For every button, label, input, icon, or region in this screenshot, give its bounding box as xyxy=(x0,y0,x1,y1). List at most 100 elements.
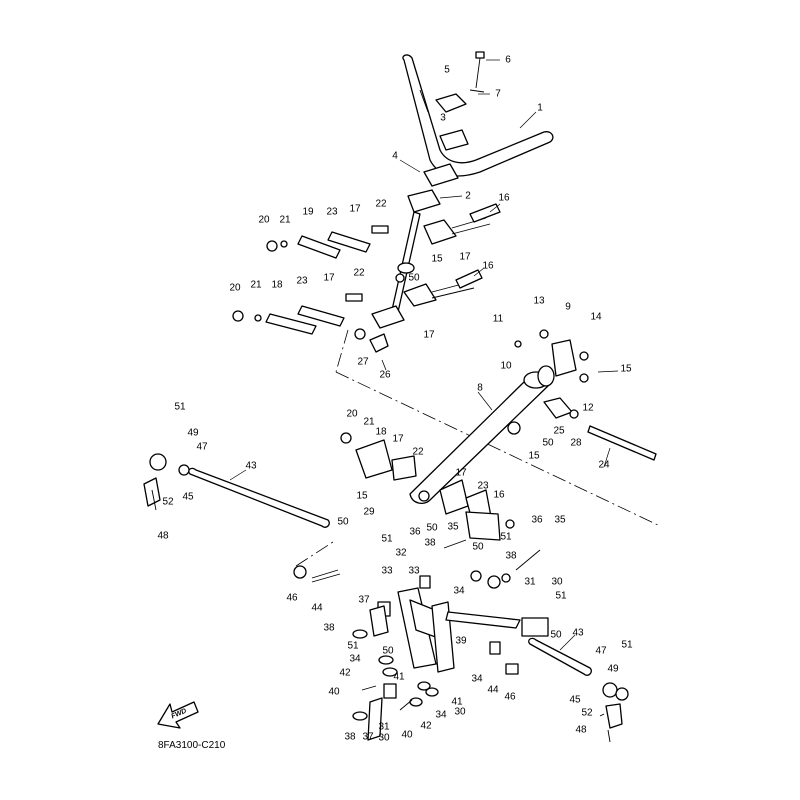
callout: 43 xyxy=(572,628,584,639)
callout: 36 xyxy=(409,527,421,538)
callout: 42 xyxy=(339,668,351,679)
callout: 36 xyxy=(531,515,543,526)
callout: 46 xyxy=(504,692,516,703)
callout: 7 xyxy=(495,89,501,100)
callout: 17 xyxy=(392,434,404,445)
callout: 34 xyxy=(435,710,447,721)
callout: 30 xyxy=(551,577,563,588)
callout: 21 xyxy=(279,215,291,226)
callout: 4 xyxy=(392,151,398,162)
callout: 24 xyxy=(598,460,610,471)
callout: 2 xyxy=(465,191,471,202)
pitman-arm-upper xyxy=(266,203,501,259)
callout: 23 xyxy=(296,276,308,287)
callout: 51 xyxy=(555,591,567,602)
callout: 40 xyxy=(401,730,413,741)
callout: 51 xyxy=(347,641,359,652)
callout: 30 xyxy=(454,707,466,718)
callout: 38 xyxy=(323,623,335,634)
callout: 11 xyxy=(493,314,504,325)
fwd-arrow-icon: FWD xyxy=(157,701,199,729)
callout: 37 xyxy=(358,595,370,606)
callout: 6 xyxy=(505,55,511,66)
callout: 25 xyxy=(553,426,565,437)
callout: 29 xyxy=(363,507,375,518)
tie-rod-lower-right xyxy=(521,617,629,743)
callout: 34 xyxy=(471,674,483,685)
callout: 39 xyxy=(455,636,467,647)
callout: 50 xyxy=(337,517,349,528)
callout: 17 xyxy=(455,468,467,479)
callout: 50 xyxy=(382,646,394,657)
callout: 17 xyxy=(423,330,435,341)
callout: 46 xyxy=(286,593,298,604)
callout: 20 xyxy=(258,215,270,226)
callout: 50 xyxy=(550,630,562,641)
cross-tube xyxy=(409,365,555,505)
bracket xyxy=(514,329,589,383)
callout: 10 xyxy=(500,361,512,372)
callout: 44 xyxy=(487,685,499,696)
callout: 51 xyxy=(621,640,633,651)
ball-joint xyxy=(354,328,389,353)
tie-rod-left xyxy=(143,453,330,528)
steering-column xyxy=(371,189,441,329)
tie-rod-right xyxy=(507,397,657,461)
callout: 28 xyxy=(570,438,582,449)
callout: 44 xyxy=(311,603,323,614)
callout: 31 xyxy=(378,722,390,733)
callout: 20 xyxy=(346,409,358,420)
callout: 31 xyxy=(524,577,536,588)
callout: 8 xyxy=(477,383,483,394)
bolts-lower xyxy=(293,539,541,691)
callout: 16 xyxy=(498,193,510,204)
callout: 17 xyxy=(323,273,335,284)
callout: 47 xyxy=(196,442,208,453)
callout: 15 xyxy=(356,491,368,502)
callout: 16 xyxy=(482,261,494,272)
callout: 50 xyxy=(472,542,484,553)
callout: 38 xyxy=(424,538,436,549)
callout: 50 xyxy=(426,523,438,534)
callout: 43 xyxy=(245,461,257,472)
callout: 34 xyxy=(453,586,465,597)
handlebar-holder-upper xyxy=(423,93,469,187)
callout: 33 xyxy=(408,566,420,577)
callout: 23 xyxy=(326,207,338,218)
callout: 13 xyxy=(533,296,545,307)
callout: 33 xyxy=(381,566,393,577)
callout: 16 xyxy=(493,490,505,501)
callout: 15 xyxy=(620,364,632,375)
callout: 17 xyxy=(459,252,471,263)
callout: 22 xyxy=(375,199,387,210)
callout: 40 xyxy=(328,687,340,698)
callout: 37 xyxy=(362,732,374,743)
callout: 18 xyxy=(271,280,283,291)
callout: 41 xyxy=(393,672,405,683)
callout: 21 xyxy=(363,417,375,428)
callout: 45 xyxy=(182,492,194,503)
callout: 49 xyxy=(607,664,619,675)
callout: 34 xyxy=(349,654,361,665)
relay-arm-left xyxy=(369,575,445,669)
callout: 50 xyxy=(542,438,554,449)
callout: 49 xyxy=(187,428,199,439)
callout: 50 xyxy=(408,273,420,284)
callout: 47 xyxy=(595,646,607,657)
handlebar xyxy=(402,54,554,177)
callout: 3 xyxy=(440,113,446,124)
callout: 52 xyxy=(162,497,174,508)
callout: 51 xyxy=(500,532,512,543)
callout: 20 xyxy=(229,283,241,294)
callout: 35 xyxy=(554,515,566,526)
callout: 48 xyxy=(575,725,587,736)
callout: 45 xyxy=(569,695,581,706)
callout: 27 xyxy=(357,357,369,368)
callout: 23 xyxy=(477,481,489,492)
callout: 18 xyxy=(375,427,387,438)
callout: 15 xyxy=(528,451,540,462)
callout: 51 xyxy=(381,534,393,545)
diagram-code: 8FA3100-C210 xyxy=(158,740,226,751)
callout: 42 xyxy=(420,721,432,732)
